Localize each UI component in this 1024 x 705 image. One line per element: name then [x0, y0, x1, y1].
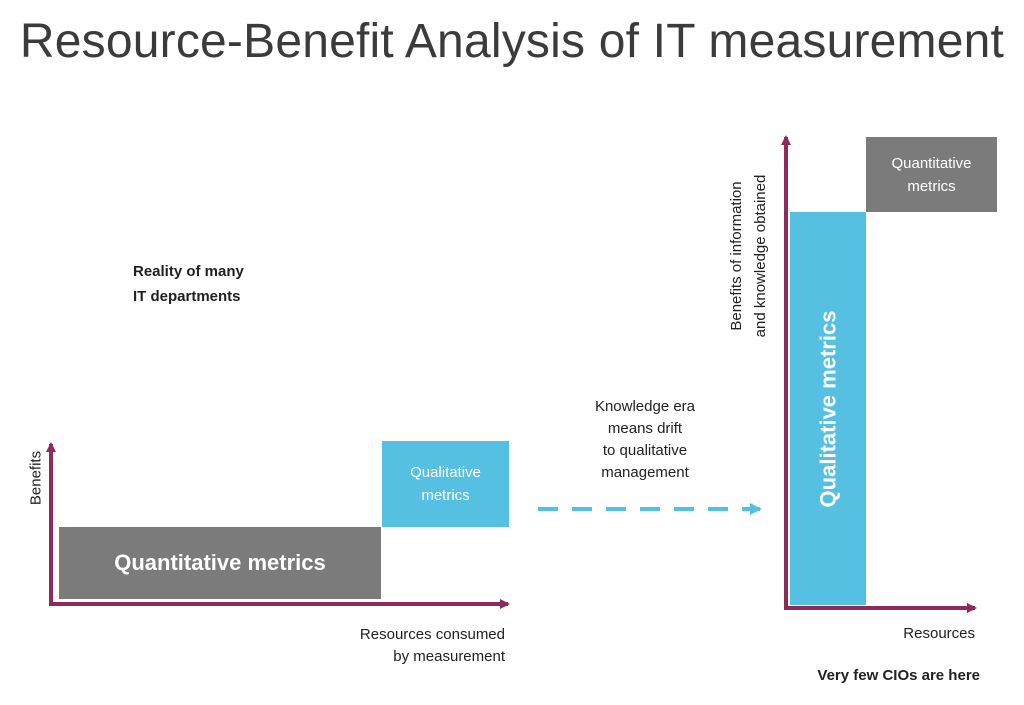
left-caption-line2: IT departments	[133, 288, 241, 305]
quantitative-metrics-box-small: Quantitative metrics	[866, 137, 997, 212]
quantitative-metrics-label-line2: metrics	[907, 177, 956, 195]
qualitative-metrics-vertical-label: Qualitative metrics	[815, 310, 840, 507]
transition-line2: means drift	[607, 420, 683, 437]
right-caption: Very few CIOs are here	[817, 667, 980, 684]
right-x-axis-label: Resources	[903, 625, 975, 642]
qualitative-metrics-label-line1: Qualitative	[410, 464, 481, 481]
left-caption-line1: Reality of many	[133, 263, 244, 280]
transition-line3: to qualitative	[602, 442, 688, 459]
left-x-axis-label-line1: Resources consumed	[359, 626, 505, 643]
left-caption: Reality of many IT departments	[133, 259, 244, 309]
right-y-axis-label-line1: Benefits of information	[728, 181, 745, 331]
left-y-axis-label: Benefits	[27, 450, 45, 506]
qualitative-metrics-label-line2: metrics	[421, 487, 470, 504]
qualitative-metrics-box-small: Qualitative metrics	[382, 441, 509, 527]
right-y-axis-label-line2: and knowledge obtained	[752, 174, 769, 338]
transition-line4: management	[601, 464, 689, 481]
transition-text: Knowledge era means drift to qualitative…	[560, 396, 730, 484]
left-x-axis-label-line2: by measurement	[393, 648, 505, 665]
transition-line1: Knowledge era	[594, 398, 696, 415]
page-title: Resource-Benefit Analysis of IT measurem…	[19, 15, 1005, 68]
left-x-axis-label: Resources consumed by measurement	[300, 624, 505, 668]
quantitative-metrics-label-line1: Quantitative	[891, 154, 972, 172]
right-y-axis-label: Benefits of information and knowledge ob…	[725, 175, 773, 338]
qualitative-metrics-box-tall: Qualitative metrics	[790, 212, 866, 605]
quantitative-metrics-label: Quantitative metrics	[114, 550, 326, 575]
quantitative-metrics-box: Quantitative metrics	[59, 527, 381, 599]
